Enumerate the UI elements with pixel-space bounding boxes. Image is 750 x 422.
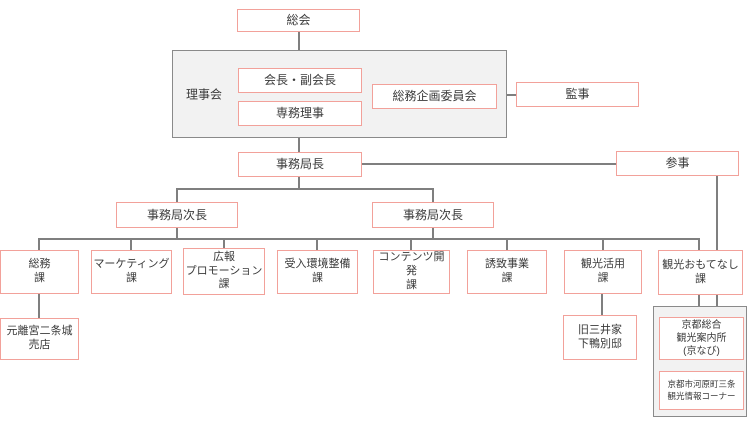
node-deputy-director-right: 事務局次長 — [372, 202, 494, 228]
node-dept-attraction-business: 誘致事業 課 — [467, 250, 547, 294]
node-kyoto-info-center: 京都総合 観光案内所 (京なび) — [659, 317, 744, 360]
node-general-assembly: 総会 — [237, 9, 360, 32]
board-panel-label: 理事会 — [186, 87, 223, 102]
connector — [432, 228, 434, 239]
connector — [432, 189, 434, 202]
node-dept-content-development: コンテンツ開発 課 — [373, 250, 450, 294]
node-dept-tourism-hospitality: 観光おもてなし 課 — [658, 250, 743, 295]
connector — [223, 239, 225, 251]
connector — [698, 239, 700, 251]
node-kawaramachi-corner: 京都市河原町三条 観光情報コーナー — [659, 371, 744, 410]
connector — [38, 239, 40, 251]
connector — [698, 294, 700, 307]
node-dept-tourism-utilization: 観光活用 課 — [564, 250, 642, 294]
node-chairman: 会長・副会長 — [238, 68, 362, 93]
connector — [601, 294, 603, 315]
node-deputy-director-left: 事務局次長 — [116, 202, 238, 228]
connector — [176, 228, 178, 239]
connector — [298, 138, 300, 152]
connector — [176, 189, 178, 202]
node-counselor: 参事 — [616, 151, 739, 176]
connector — [362, 163, 616, 165]
node-dept-visitor-environment: 受入環境整備 課 — [277, 250, 358, 294]
connector — [130, 239, 132, 251]
connector-counselor-drop — [716, 176, 718, 307]
node-secretariat-director: 事務局長 — [238, 152, 362, 177]
node-nijo-castle-shop: 元離宮二条城 売店 — [0, 318, 79, 360]
node-executive-director: 専務理事 — [238, 101, 362, 126]
connector — [176, 188, 434, 190]
node-dept-general-affairs: 総務 課 — [0, 250, 79, 294]
connector — [507, 94, 516, 96]
connector — [38, 294, 40, 318]
node-committee: 総務企画委員会 — [372, 84, 497, 109]
node-dept-marketing: マーケティング 課 — [91, 250, 172, 294]
connector — [506, 239, 508, 251]
node-dept-pr-promotion: 広報 プロモーション 課 — [183, 248, 265, 295]
connector — [298, 177, 300, 189]
connector — [410, 239, 412, 251]
connector — [316, 239, 318, 251]
node-mitsui-villa: 旧三井家 下鴨別邸 — [563, 315, 637, 360]
connector — [298, 32, 300, 50]
connector-bus — [38, 238, 700, 240]
connector — [602, 239, 604, 251]
node-auditor: 監事 — [516, 82, 639, 107]
